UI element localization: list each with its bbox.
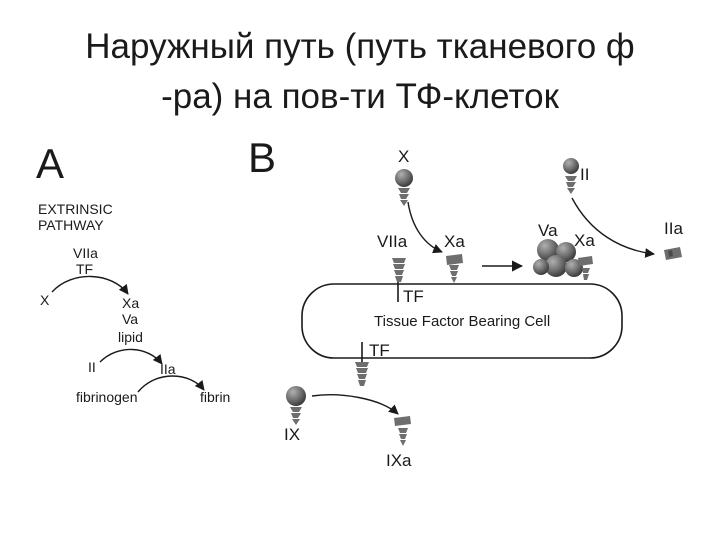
factor-xa-protein [446,254,463,283]
a-x-label: X [40,292,50,308]
b-x-label: X [398,147,409,166]
extrinsic-label: EXTRINSIC [38,201,113,217]
factor-viia-bottom-protein [355,362,369,386]
factor-iia-protein [664,247,682,260]
panel-a: A EXTRINSIC PATHWAY VIIa TF X Xa Va lipi… [36,140,230,405]
tissue-factor-cell [301,283,623,359]
b-ii-label: II [580,165,589,184]
b-ixa-label: IXa [386,451,412,470]
b-ix-to-ixa-arrow [311,394,399,415]
slide-title-line-1: Наружный путь (путь тканевого ф [85,27,635,66]
a-tf-label: TF [76,261,93,277]
a-iia-label: IIa [160,361,176,377]
b-va-label: Va [538,221,558,240]
cell-label: Tissue Factor Bearing Cell [374,313,550,330]
panel-b-letter: B [248,134,276,181]
factor-ix-protein [286,386,306,425]
panel-a-letter: A [36,140,64,187]
a-xa-label: Xa [122,295,139,311]
b-iia-label: IIa [664,219,683,238]
b-tf-bottom-label: TF [369,341,390,360]
a-lipid-label: lipid [118,329,143,345]
b-ix-label: IX [284,425,300,444]
panel-b: B Tissue Factor Bearing Cell X II IIa VI… [248,134,683,470]
factor-viia-protein [392,258,406,282]
a-x-to-xa-arrow [51,275,129,295]
a-viia-label: VIIa [73,245,98,261]
b-xa-label: Xa [444,232,465,251]
va-xa-complex [533,239,593,280]
a-fibrinogen-label: fibrinogen [76,389,138,405]
b-xa2-label: Xa [574,231,595,250]
pathway-label: PATHWAY [38,217,104,233]
factor-ii-protein [563,158,579,194]
a-va-label: Va [122,311,138,327]
a-fibrin-label: fibrin [200,389,230,405]
b-ii-to-iia-arrow [571,197,655,258]
a-ii-to-iia-arrow [99,348,163,365]
a-ii-label: II [88,359,96,375]
a-fibrinogen-to-fibrin-arrow [137,375,205,393]
b-viia-label: VIIa [377,232,408,251]
slide-title: Наружный путь (путь тканевого ф -ра) на … [0,22,720,122]
slide-title-line-2: -ра) на пов-ти ТФ-клеток [161,77,559,116]
b-tf-top-label: TF [403,287,424,306]
factor-x-protein [395,169,413,206]
factor-ixa-protein [394,416,411,446]
b-x-to-xa-arrow [407,201,443,254]
